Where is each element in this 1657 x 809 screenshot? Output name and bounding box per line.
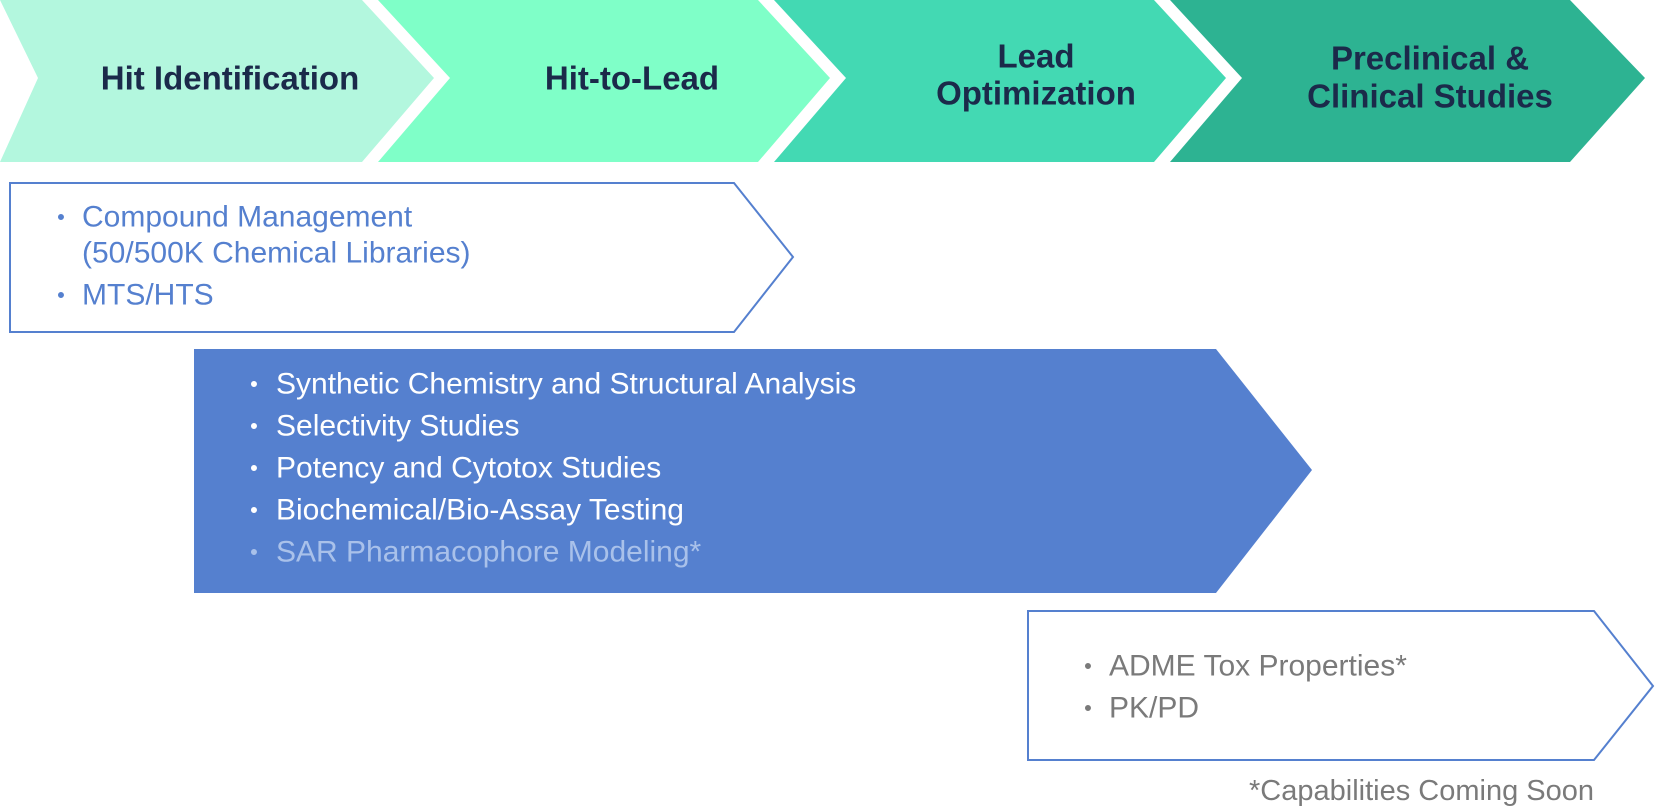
capability-group-hit-identification-capabilities: • Compound Management(50/500K Chemical Li… — [9, 182, 795, 333]
capability-item-label: SAR Pharmacophore Modeling* — [276, 536, 702, 569]
stage-chevron-shape — [1170, 0, 1645, 162]
capability-item: • Selectivity Studies — [250, 410, 519, 443]
capability-item-label: Synthetic Chemistry and Structural Analy… — [276, 368, 856, 401]
bullet-icon: • — [57, 283, 65, 308]
stage-chevrons: Hit Identification Hit-to-Lead LeadOptimiz… — [0, 0, 1645, 162]
capability-item-label: ADME Tox Properties* — [1109, 650, 1407, 683]
stage-hit-to-lead: Hit-to-Lead — [378, 0, 830, 162]
capability-item-label: PK/PD — [1109, 692, 1199, 725]
bullet-icon: • — [250, 372, 258, 397]
stage-hit-identification: Hit Identification — [0, 0, 434, 162]
capability-arrow-shape — [9, 182, 795, 333]
capability-arrows: • Compound Management(50/500K Chemical Li… — [9, 182, 1655, 761]
capability-item: • MTS/HTS — [57, 279, 214, 312]
capability-item-label: Selectivity Studies — [276, 410, 519, 443]
capability-arrow-shape — [194, 349, 1312, 593]
bullet-icon: • — [1084, 654, 1092, 679]
capability-item: • PK/PD — [1084, 692, 1199, 725]
capability-item: • ADME Tox Properties* — [1084, 650, 1407, 683]
stage-label: Lead — [997, 38, 1074, 75]
bullet-icon: • — [1084, 696, 1092, 721]
stage-chevron-shape — [0, 0, 434, 162]
capability-item: • Synthetic Chemistry and Structural Anal… — [250, 368, 856, 401]
stage-label: Optimization — [936, 75, 1136, 112]
capability-item: • SAR Pharmacophore Modeling* — [250, 536, 701, 569]
capability-group-preclinical-capabilities: • ADME Tox Properties* • PK/PD — [1027, 610, 1655, 761]
capability-item-label: Potency and Cytotox Studies — [276, 452, 661, 485]
bullet-icon: • — [57, 205, 65, 230]
stage-chevron-shape — [378, 0, 830, 162]
capability-item-label: Compound Management — [82, 201, 413, 234]
footnote: *Capabilities Coming Soon — [1249, 775, 1594, 807]
capability-item-label: MTS/HTS — [82, 279, 214, 312]
stage-label: Preclinical & — [1331, 40, 1529, 77]
bullet-icon: • — [250, 456, 258, 481]
stage-label: Hit Identification — [101, 60, 360, 97]
stage-label: Hit-to-Lead — [545, 60, 719, 97]
capability-item: • Potency and Cytotox Studies — [250, 452, 661, 485]
capability-item-label: (50/500K Chemical Libraries) — [82, 237, 471, 270]
capability-item: • Biochemical/Bio-Assay Testing — [250, 494, 684, 527]
stage-label: Clinical Studies — [1307, 78, 1553, 115]
bullet-icon: • — [250, 540, 258, 565]
bullet-icon: • — [250, 498, 258, 523]
capability-item-label: Biochemical/Bio-Assay Testing — [276, 494, 684, 527]
capability-item: • Compound Management(50/500K Chemical Li… — [57, 201, 470, 270]
bullet-icon: • — [250, 414, 258, 439]
capability-arrow-shape — [1027, 610, 1655, 761]
stage-chevron-shape — [774, 0, 1226, 162]
capability-group-hit-to-lead-capabilities: • Synthetic Chemistry and Structural Anal… — [194, 349, 1312, 593]
stage-preclinical-clinical: Preclinical &Clinical Studies — [1170, 0, 1645, 162]
